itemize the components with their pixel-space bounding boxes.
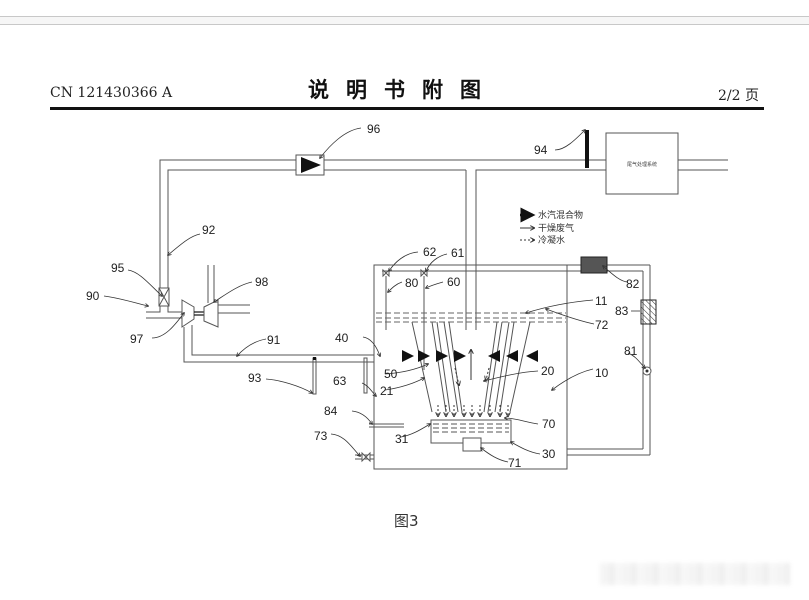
label-93: 93 <box>248 371 262 385</box>
viewer-toolbar-band <box>0 16 809 25</box>
label-11: 11 <box>595 294 608 308</box>
label-61: 61 <box>451 246 465 260</box>
label-72: 72 <box>595 318 609 332</box>
pipe-90 <box>146 306 161 313</box>
label-92: 92 <box>202 223 216 237</box>
tank-10 <box>373 264 651 470</box>
label-81: 81 <box>624 344 638 358</box>
label-97: 97 <box>130 332 144 346</box>
water-surface-11 <box>376 312 566 323</box>
page-title: 说明书附图 <box>308 78 498 102</box>
page-number: 2/2 页 <box>718 88 759 104</box>
label-62: 62 <box>423 245 437 259</box>
valve-95 <box>158 287 170 307</box>
label-80: 80 <box>405 276 419 290</box>
label-91: 91 <box>267 333 281 347</box>
filter-83 <box>640 299 657 325</box>
label-96: 96 <box>367 122 381 136</box>
pipe-63 <box>363 357 368 394</box>
label-90: 90 <box>86 289 100 303</box>
label-71: 71 <box>508 456 522 470</box>
label-21: 21 <box>380 384 394 398</box>
label-84: 84 <box>324 404 338 418</box>
label-63: 63 <box>333 374 347 388</box>
legend-item-dry-exhaust: 干燥废气 <box>538 222 574 234</box>
fan-96 <box>295 154 325 176</box>
label-73: 73 <box>314 429 328 443</box>
patent-number: CN 121430366 A <box>50 85 173 101</box>
label-40: 40 <box>335 331 349 345</box>
top-return-pipe <box>159 159 728 330</box>
label-95: 95 <box>111 261 125 275</box>
label-83: 83 <box>615 304 629 318</box>
header-rule <box>50 107 764 110</box>
figure-caption: 图3 <box>394 512 419 530</box>
heater-82 <box>580 256 608 274</box>
drain-93 <box>312 357 317 395</box>
exhaust-treatment-label: 尾气处理系统 <box>627 161 657 168</box>
turbine-98 <box>203 299 219 328</box>
blurred-watermark <box>600 563 790 585</box>
label-10: 10 <box>595 366 609 380</box>
pipe-91 <box>183 327 374 363</box>
cone-20 <box>411 321 531 413</box>
label-31: 31 <box>395 432 409 446</box>
label-50: 50 <box>384 367 398 381</box>
legend-item-steam-mixture: 水汽混合物 <box>538 209 583 221</box>
exhaust-treatment-box: 尾气处理系统 <box>605 132 679 195</box>
legend: 水汽混合物 干燥废气 冷凝水 <box>520 207 583 246</box>
pump-71 <box>462 437 482 452</box>
label-30: 30 <box>542 447 556 461</box>
legend-item-condensate: 冷凝水 <box>538 234 565 246</box>
turbine-97 <box>181 299 195 328</box>
label-60: 60 <box>447 275 461 289</box>
label-70: 70 <box>542 417 556 431</box>
label-20: 20 <box>541 364 555 378</box>
label-82: 82 <box>626 277 640 291</box>
label-98: 98 <box>255 275 269 289</box>
label-94: 94 <box>534 143 548 157</box>
